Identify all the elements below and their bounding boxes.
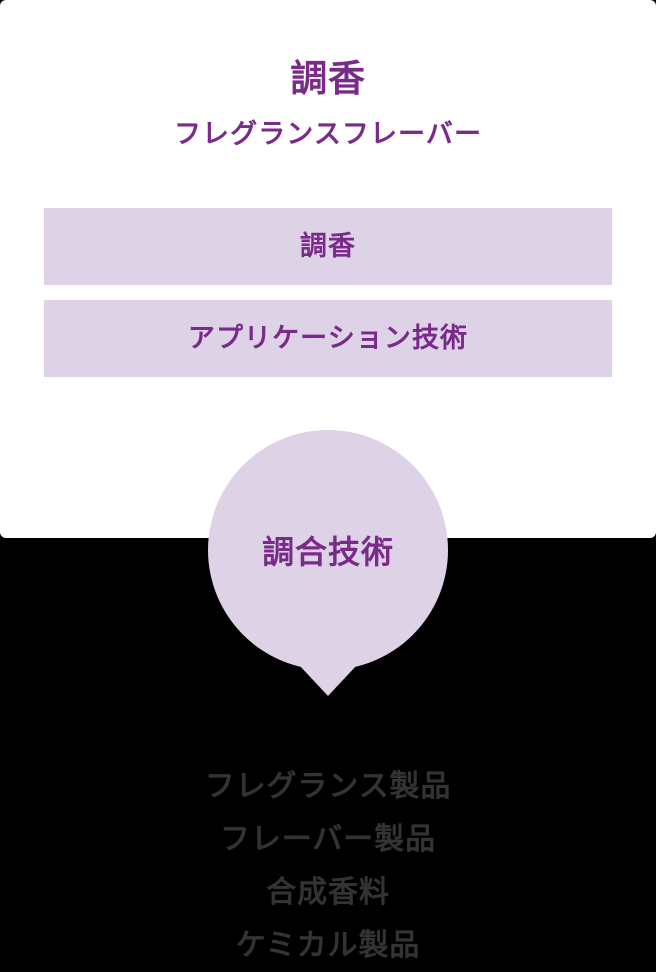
- process-flow: 調合技術: [208, 430, 448, 727]
- arrow-down-icon: [285, 590, 371, 696]
- list-item: ケミカル製品: [235, 928, 421, 963]
- capability-bar: 調香: [44, 208, 612, 285]
- page-title: 調香: [290, 57, 366, 100]
- capability-bar-label: 調香: [299, 231, 357, 262]
- page-subtitle: フレグランスフレーバー: [173, 119, 483, 150]
- process-circle-label: 調合技術: [262, 533, 394, 571]
- list-item: フレーバー製品: [220, 822, 436, 857]
- product-list: フレグランス製品 フレーバー製品 合成香料 ケミカル製品: [0, 760, 656, 972]
- capability-bar: アプリケーション技術: [44, 300, 612, 377]
- capability-bar-label: アプリケーション技術: [187, 323, 469, 354]
- list-item: 合成香料: [266, 875, 390, 910]
- list-item: フレグランス製品: [204, 769, 452, 804]
